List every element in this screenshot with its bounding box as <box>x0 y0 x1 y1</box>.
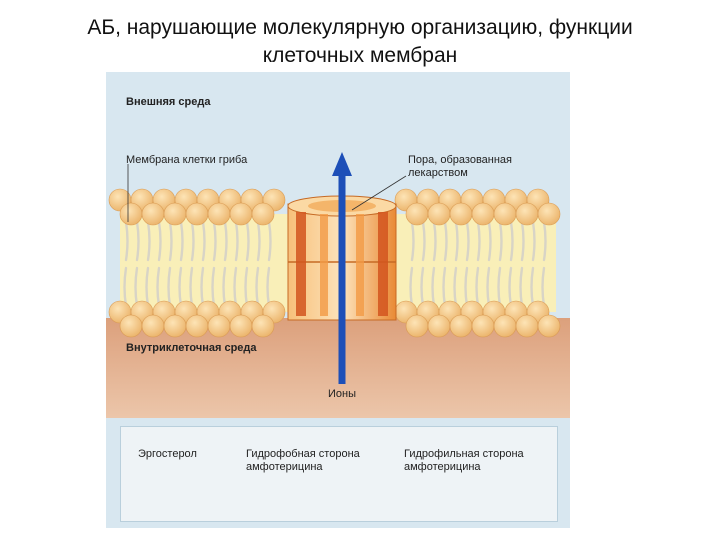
lipid-head <box>405 314 429 338</box>
lipid-tail <box>157 220 162 262</box>
lipid-tail <box>487 220 492 262</box>
lipid-head <box>493 314 517 338</box>
lipid-head <box>251 202 275 226</box>
pore-label-line-2: лекарством <box>408 167 468 179</box>
legend-hydrophilic-label: Гидрофильная сторона амфотерицина <box>404 448 524 474</box>
ions-label: Ионы <box>328 388 357 400</box>
membrane-illustration <box>106 152 570 502</box>
lipid-tail <box>267 220 272 262</box>
lipid-head <box>471 314 495 338</box>
legend-hydrophobic-line-2: амфотерицина <box>246 461 323 473</box>
lipid-head <box>493 202 517 226</box>
lipid-tail <box>454 220 459 262</box>
lipid-head <box>427 314 451 338</box>
lipid-head <box>185 202 209 226</box>
lipid-tail <box>190 220 195 262</box>
membrane-figure: Внешняя среда Мембрана клетки гриба Пора… <box>106 72 570 528</box>
lipid-tail <box>542 220 547 262</box>
legend-hydrophilic-line-2: амфотерицина <box>404 461 481 473</box>
lipid-head <box>207 202 231 226</box>
lipid-head <box>119 202 143 226</box>
lipid-tail <box>168 220 173 262</box>
lipid-head <box>515 314 539 338</box>
lipid-head <box>251 314 275 338</box>
lipid-tail <box>432 220 437 262</box>
lipid-head <box>207 314 231 338</box>
pore-leader-line <box>351 175 407 211</box>
lipid-head <box>405 202 429 226</box>
lipid-head <box>229 314 253 338</box>
lipid-tail <box>135 220 140 262</box>
lipid-head <box>141 314 165 338</box>
lipid-head <box>515 202 539 226</box>
lipid-tail <box>443 220 448 262</box>
lipid-head <box>185 314 209 338</box>
lipid-head <box>537 202 561 226</box>
lipid-tail <box>212 220 217 262</box>
lipid-tail <box>498 220 503 262</box>
lipid-tail <box>476 220 481 262</box>
slide-title: АБ, нарушающие молекулярную организацию,… <box>20 14 700 70</box>
ion-arrow <box>332 152 352 384</box>
lipid-head <box>427 202 451 226</box>
lipid-tail <box>520 220 525 262</box>
inner-environment-label: Внутриклеточная среда <box>126 342 257 354</box>
lipid-tail <box>465 220 470 262</box>
lipid-heads <box>108 188 561 338</box>
lipid-tail <box>223 220 228 262</box>
lipid-tail <box>410 220 415 262</box>
lipid-tail <box>201 220 206 262</box>
lipid-head <box>471 202 495 226</box>
legend-panel <box>120 426 558 522</box>
lipid-tail <box>124 220 129 262</box>
lipid-head <box>537 314 561 338</box>
lipid-tail <box>146 220 151 262</box>
lipid-head <box>163 202 187 226</box>
lipid-tail <box>531 220 536 262</box>
lipid-tail <box>509 220 514 262</box>
legend-hydrophobic-label: Гидрофобная сторона амфотерицина <box>246 448 360 474</box>
pore-label-line-1: Пора, образованная <box>408 154 513 166</box>
intracellular-region <box>106 318 570 418</box>
lipid-head <box>119 314 143 338</box>
lipid-tail <box>421 220 426 262</box>
lipid-tail <box>245 220 250 262</box>
lipid-tail <box>234 220 239 262</box>
lipid-head <box>449 202 473 226</box>
legend-hydrophilic-line-1: Гидрофильная сторона <box>404 448 524 460</box>
lipid-tail <box>179 220 184 262</box>
slide-title-line-1: АБ, нарушающие молекулярную организацию,… <box>87 16 633 39</box>
lipid-head <box>163 314 187 338</box>
lipid-head <box>141 202 165 226</box>
pore-label: Пора, образованная лекарством <box>408 154 512 180</box>
slide-title-line-2: клеточных мембран <box>262 44 458 67</box>
legend-hydrophobic-line-1: Гидрофобная сторона <box>246 448 360 460</box>
lipid-head <box>229 202 253 226</box>
lipid-head <box>449 314 473 338</box>
legend-ergosterol-label: Эргостерол <box>138 448 197 460</box>
outer-environment-label: Внешняя среда <box>126 96 211 108</box>
membrane-label: Мембрана клетки гриба <box>126 154 248 166</box>
lipid-tail <box>256 220 261 262</box>
